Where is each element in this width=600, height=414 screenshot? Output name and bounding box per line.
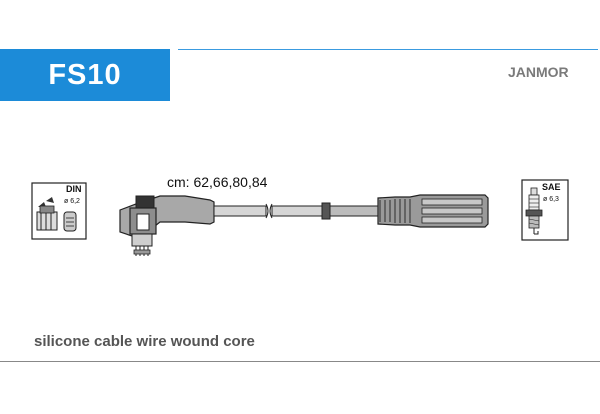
- header-rule: [178, 49, 598, 50]
- cable-spec-text: silicone cable wire wound core: [34, 333, 255, 350]
- sae-standard-label: SAE: [542, 182, 561, 192]
- din-size-label: ø 6,2: [64, 198, 80, 205]
- cable: [213, 202, 379, 220]
- distributor-cap-icon: [31, 182, 87, 240]
- product-code-badge: [0, 49, 170, 101]
- distributor-boot: [119, 195, 215, 256]
- spark-plug-boot: [377, 194, 489, 228]
- spark-plug-icon: [521, 179, 569, 241]
- cable-lengths-label: cm: 62,66,80,84: [167, 174, 268, 190]
- brand-name: JANMOR: [508, 64, 569, 80]
- sae-size-label: ø 6,3: [543, 196, 559, 203]
- footer-rule: [0, 361, 600, 362]
- product-code: FS10: [48, 59, 122, 91]
- din-standard-label: DIN: [66, 184, 82, 194]
